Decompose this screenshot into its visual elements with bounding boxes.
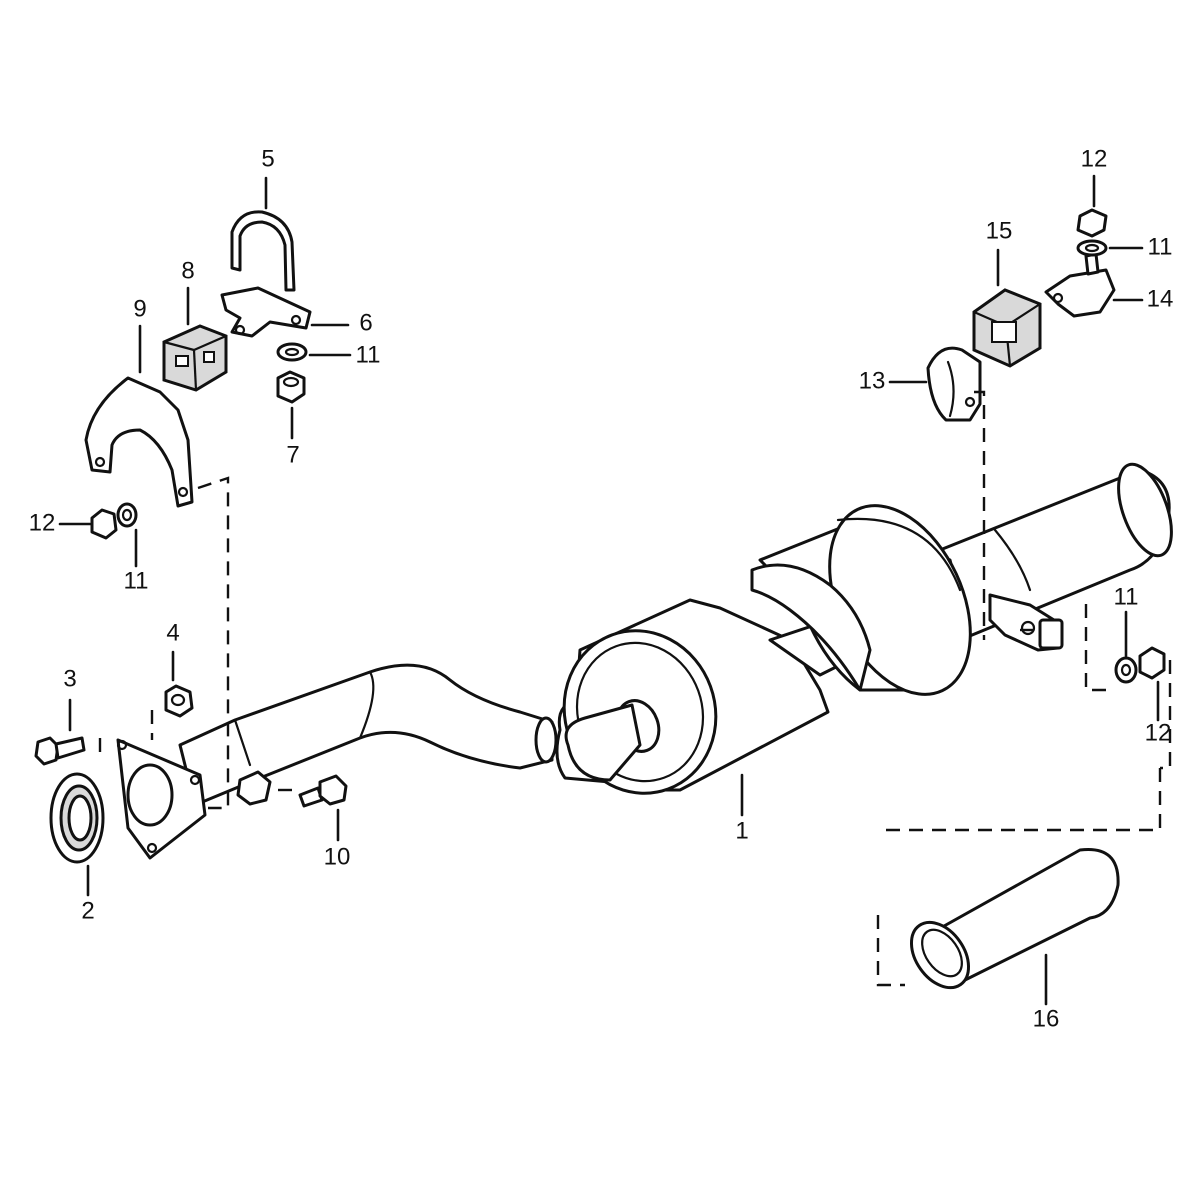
callout-14: 14 xyxy=(1147,285,1174,312)
hanger-bracket xyxy=(84,376,194,508)
rubber-mount-left xyxy=(162,324,228,392)
callout-11-left: 11 xyxy=(124,567,149,594)
callout-12-left: 12 xyxy=(29,509,56,536)
nut-washer-left xyxy=(90,502,138,540)
sealing-ring xyxy=(49,772,105,864)
callout-15: 15 xyxy=(986,217,1013,244)
callout-1: 1 xyxy=(735,817,748,844)
callout-2: 2 xyxy=(81,897,94,924)
callout-9: 9 xyxy=(133,295,146,322)
callout-10: 10 xyxy=(324,843,351,870)
callout-3: 3 xyxy=(63,665,76,692)
callout-8: 8 xyxy=(181,257,194,284)
assembly-lines xyxy=(98,390,1172,987)
callout-6: 6 xyxy=(359,309,372,336)
hex-bolt-left xyxy=(34,736,86,766)
center-muffler xyxy=(555,598,830,795)
rubber-mount-right xyxy=(972,288,1042,368)
callout-11-lower-right: 11 xyxy=(1114,583,1139,610)
callout-12-lower-right: 12 xyxy=(1145,719,1172,746)
hex-nut-flange xyxy=(164,684,194,718)
callout-labels: 1 2 3 4 5 6 11 7 8 9 12 11 10 12 11 14 1… xyxy=(29,145,1174,1032)
front-exhaust-pipe xyxy=(178,663,558,807)
mounting-bracket-right xyxy=(1044,252,1116,318)
callout-11-upper-right: 11 xyxy=(1148,233,1173,260)
hex-nut-upper xyxy=(276,370,306,404)
nut-washer-upper-right xyxy=(1076,208,1108,257)
u-bolt xyxy=(230,210,296,292)
callout-4: 4 xyxy=(166,619,179,646)
muffler-bracket xyxy=(926,346,982,422)
nut-washer-lower-right xyxy=(1114,646,1166,684)
washer-upper xyxy=(276,342,308,362)
exhaust-flange xyxy=(116,738,207,860)
leader-lines xyxy=(58,174,1160,1006)
rear-pipe-clamp xyxy=(988,593,1064,652)
callout-13: 13 xyxy=(859,367,886,394)
front-pipe-hanger-tab xyxy=(236,770,272,806)
callout-7: 7 xyxy=(286,441,299,468)
clamp-plate xyxy=(220,286,312,338)
callout-12-upper-right: 12 xyxy=(1081,145,1108,172)
callout-5: 5 xyxy=(261,145,274,172)
callout-16: 16 xyxy=(1033,1005,1060,1032)
tail-pipe xyxy=(909,847,1120,990)
callout-11-upper-left: 11 xyxy=(356,341,381,368)
hex-bolt-bracket xyxy=(298,774,348,808)
